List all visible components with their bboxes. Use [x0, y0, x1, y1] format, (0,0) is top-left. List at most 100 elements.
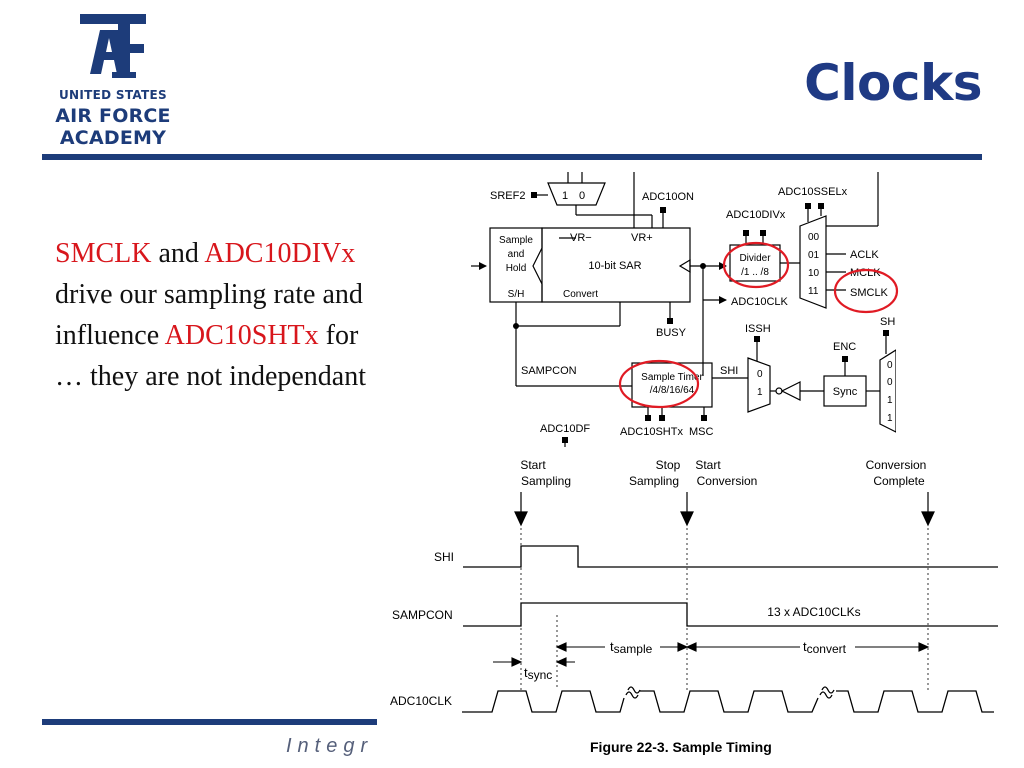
conversion-complete-arrow-icon: [921, 511, 935, 527]
sref2-mux-1-label: 1: [562, 190, 568, 202]
slide-body-text: SMCLK and ADC10DIVx drive our sampling r…: [55, 233, 455, 397]
adc10clk-waveform: [462, 690, 994, 713]
tsync-right-arrow-icon: [511, 657, 523, 667]
enc-label: ENC: [833, 341, 856, 353]
timing-guides: [520, 528, 929, 690]
issh-label: ISSH: [745, 323, 771, 335]
convert-label: Convert: [563, 289, 598, 300]
clock-break-mark-2: [819, 686, 835, 699]
adc10on-pin: [660, 207, 666, 213]
clock-select-mux: [799, 215, 827, 309]
academy-logo: UNITED STATES AIR FORCE ACADEMY: [48, 8, 178, 149]
mclk-label: MCLK: [850, 267, 881, 279]
timing-event-labels: Start Sampling Stop Sampling Start Conve…: [520, 458, 926, 488]
sh-right-label: SH: [880, 316, 895, 328]
conversion-complete-label-2: Complete: [873, 474, 925, 488]
busy-label: BUSY: [656, 327, 687, 339]
timing-event-arrows: [514, 492, 935, 527]
adc10on-label: ADC10ON: [642, 191, 694, 203]
msc-label: MSC: [689, 426, 714, 438]
shi-block-label: SHI: [720, 365, 738, 377]
for-word: for: [318, 320, 359, 351]
figure-caption: Figure 22-3. Sample Timing: [590, 739, 772, 755]
influence-word: influence: [55, 320, 165, 351]
timer-label-2: /4/8/16/64: [650, 385, 695, 396]
adc10shtx-term: ADC10SHTx: [164, 320, 319, 351]
sync-label: Sync: [833, 386, 858, 398]
adc10div-label: ADC10DIVx: [726, 209, 786, 221]
conversion-complete-label-1: Conversion: [866, 458, 927, 472]
tconvert-right-arrow-icon: [918, 642, 930, 652]
vr-plus-label: VR+: [631, 232, 653, 244]
sh-and-label: and: [508, 249, 525, 260]
and-word: and: [151, 238, 205, 269]
tsync-left-arrow-icon: [555, 657, 567, 667]
clock-break-mark-1: [625, 686, 641, 699]
divider-label-1: Divider: [739, 253, 771, 264]
af-monogram-icon: [80, 14, 146, 78]
sampcon-waveform: [463, 602, 998, 627]
body-line-4: … they are not independant: [55, 361, 367, 392]
adc10divx-term: ADC10DIVx: [204, 238, 356, 269]
adc10df-label: ADC10DF: [540, 423, 590, 435]
divider-label-2: /1 .. /8: [741, 267, 769, 278]
right-mux-1a: 1: [887, 395, 893, 406]
sh-hold-label: Hold: [506, 263, 527, 274]
tsample-right-arrow-icon: [677, 642, 689, 652]
sar-label: 10-bit SAR: [588, 260, 641, 272]
tsync-label: tsync: [524, 665, 552, 682]
shi-waveform: [463, 545, 998, 568]
tconvert-left-arrow-icon: [685, 642, 697, 652]
start-conversion-label-1: Start: [695, 458, 721, 472]
sar-block: [532, 227, 691, 303]
timer-label-1: Sample Timer: [641, 372, 703, 383]
sampcon-block-label: SAMPCON: [521, 365, 577, 377]
adc10shtx-block-label: ADC10SHTx: [620, 426, 683, 438]
shi-mux-0-label: 0: [757, 369, 763, 380]
sample-timer-highlight-ellipse: [618, 359, 700, 409]
aclk-label: ACLK: [850, 249, 879, 261]
tsample-left-arrow-icon: [555, 642, 567, 652]
adc10clk-block-label: ADC10CLK: [731, 296, 789, 308]
sref2-pin: [531, 192, 537, 198]
start-sampling-label-1: Start: [520, 458, 546, 472]
slide-title: Clocks: [804, 54, 982, 112]
right-mux-0b: 0: [887, 377, 893, 388]
start-sampling-label-2: Sampling: [521, 474, 571, 488]
body-line-1: SMCLK and ADC10DIVx: [55, 233, 455, 274]
body-line-3: influence ADC10SHTx for: [55, 315, 455, 356]
shi-mux: [747, 357, 771, 413]
block-diagram-labels: SREF2 1 0 ADC10ON ADC10SSELx ADC10DIVx S…: [490, 186, 895, 438]
sh-sample-label: Sample: [499, 235, 533, 246]
stop-sampling-arrow-icon: [680, 511, 694, 527]
timing-intervals: [493, 642, 930, 667]
sel-00-label: 00: [808, 232, 820, 243]
sel-01-label: 01: [808, 250, 820, 261]
logo-line-air-force: AIR FORCE: [55, 105, 171, 127]
start-sampling-arrow-icon: [514, 511, 528, 527]
timing-waveforms: [462, 545, 998, 713]
footer-text: Integr: [286, 735, 374, 757]
adc10clk-signal-label: ADC10CLK: [390, 694, 452, 708]
timing-interval-labels: tsample tconvert tsync: [524, 639, 847, 682]
sampcon-signal-label: SAMPCON: [392, 608, 453, 622]
smclk-source-label: SMCLK: [850, 287, 889, 299]
sel-11-label: 11: [808, 286, 819, 297]
stop-sampling-label-1: Stop: [656, 458, 681, 472]
right-mux-1b: 1: [887, 413, 893, 424]
footer-divider: [42, 719, 377, 725]
tsample-label: tsample: [610, 639, 653, 656]
stop-sampling-label-2: Sampling: [629, 474, 679, 488]
logo-line-united-states: UNITED STATES: [59, 88, 167, 102]
sref2-mux-0-label: 0: [579, 190, 585, 202]
divider-highlight-ellipse: [722, 241, 790, 289]
tconvert-label: tconvert: [803, 639, 847, 656]
adc10ssel-label: ADC10SSELx: [778, 186, 848, 198]
start-conversion-label-2: Conversion: [697, 474, 758, 488]
sel-10-label: 10: [808, 268, 820, 279]
smclk-highlight-ellipse: [833, 268, 899, 314]
adc-block-diagram: [471, 172, 897, 447]
sh-sh-label: S/H: [508, 289, 525, 300]
timing-signal-labels: SHI SAMPCON ADC10CLK 13 x ADC10CLKs: [390, 550, 861, 708]
body-line-2: drive our sampling rate and: [55, 279, 363, 310]
